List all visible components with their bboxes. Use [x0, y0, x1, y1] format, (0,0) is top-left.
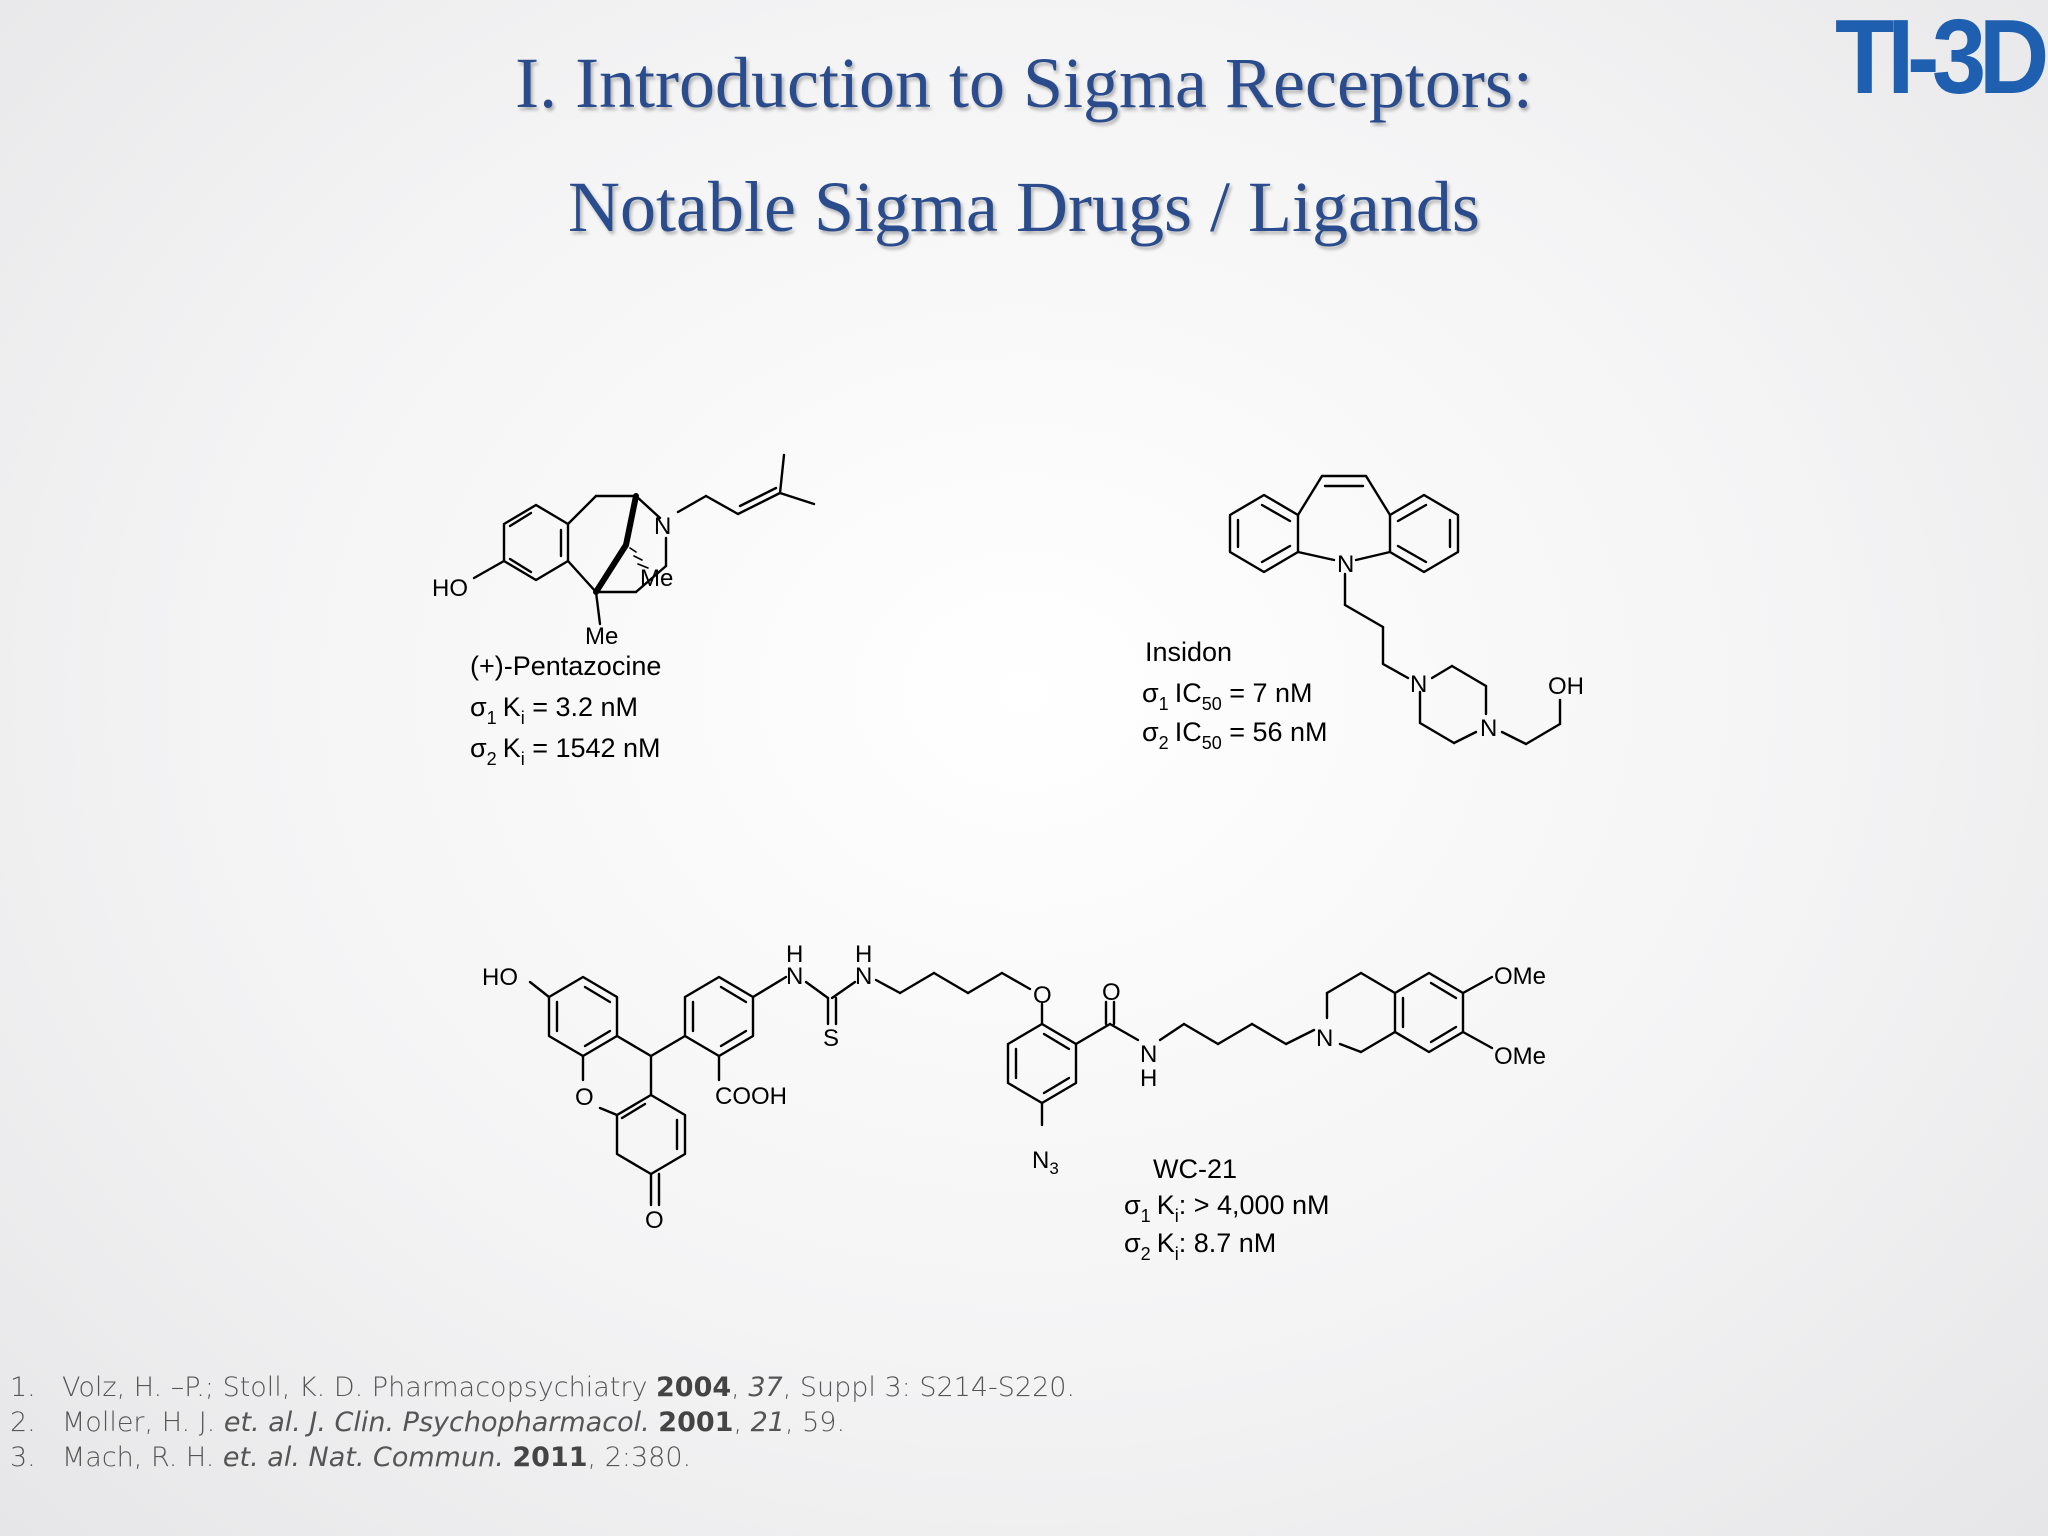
wc21-amide-n-label: N: [1140, 1041, 1157, 1068]
insidon-oh-label: OH: [1548, 673, 1584, 700]
pentazocine-skeleton: [472, 453, 816, 626]
wc21-nh1-h-label: H: [786, 941, 803, 968]
wc21-name: WC-21: [1153, 1154, 1237, 1184]
slide-title-line1: I. Introduction to Sigma Receptors:: [515, 43, 1533, 123]
wc21-o-keto-label: O: [645, 1207, 664, 1234]
pentazocine-n-label: N: [654, 513, 671, 540]
insidon-n-pip1-label: N: [1410, 671, 1427, 698]
wc21-o-amide-label: O: [1102, 979, 1121, 1006]
insidon-n-pip2-label: N: [1480, 715, 1497, 742]
references-list: 1. Volz, H. –P.; Stoll, K. D. Pharmacops…: [10, 1370, 1075, 1475]
wc21-n-thiq-label: N: [1316, 1025, 1333, 1052]
wc21-o-ring-label: O: [575, 1084, 594, 1111]
wc21-skeleton: [528, 971, 1494, 1207]
wc21-ome2-label: OMe: [1494, 1043, 1546, 1070]
reference-item: 3. Mach, R. H. et. al. Nat. Commun. 2011…: [10, 1442, 692, 1473]
reference-item: 2. Moller, H. J. et. al. J. Clin. Psycho…: [10, 1407, 846, 1438]
wc21-s-label: S: [823, 1025, 839, 1052]
wc21-cooh-label: COOH: [715, 1083, 787, 1110]
wc21-ho-label: HO: [482, 964, 518, 991]
pentazocine-ho-label: HO: [432, 575, 468, 602]
wc21-nh2-n-label: N: [855, 963, 872, 990]
wc21-ome1-label: OMe: [1494, 963, 1546, 990]
pentazocine-name: (+)-Pentazocine: [470, 651, 661, 681]
reference-item: 1. Volz, H. –P.; Stoll, K. D. Pharmacops…: [10, 1372, 1076, 1403]
wc21-o-ether-label: O: [1033, 982, 1052, 1009]
wc21-nh2-h-label: H: [855, 941, 872, 968]
pentazocine-me-bridge-label: Me: [640, 565, 673, 592]
slide-title-line2: Notable Sigma Drugs / Ligands: [568, 167, 1480, 247]
wc21-amide-h-label: H: [1140, 1065, 1157, 1092]
insidon-n-ring-label: N: [1337, 551, 1354, 578]
ti3d-logo: TI-3D: [1835, 0, 2048, 116]
pentazocine-me-label: Me: [585, 623, 618, 650]
wc21-n3-label: N3: [1032, 1147, 1059, 1178]
insidon-name: Insidon: [1145, 637, 1232, 667]
insidon-skeleton: [1228, 474, 1562, 746]
wc21-nh1-n-label: N: [786, 963, 803, 990]
